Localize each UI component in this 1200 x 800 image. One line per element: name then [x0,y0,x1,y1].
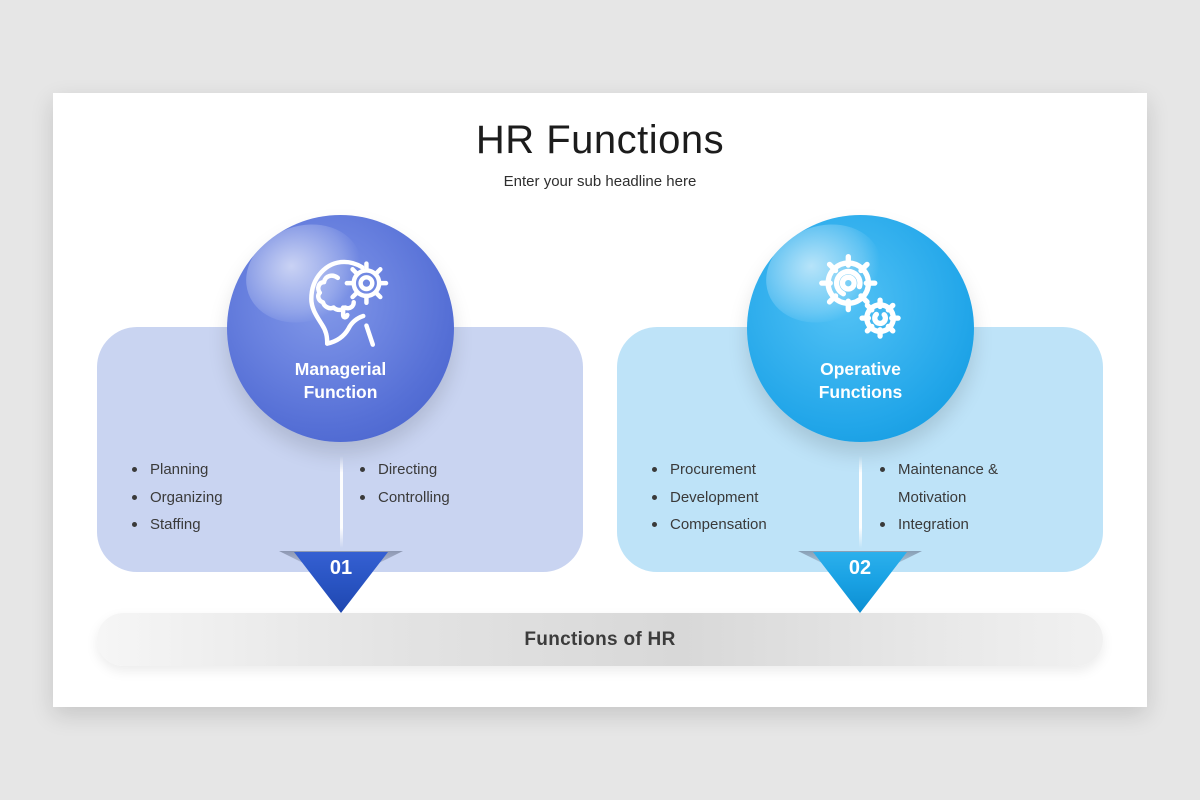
bullet-icon [652,522,657,527]
bullet-icon [360,467,365,472]
bullet-icon [880,522,885,527]
managerial-number: 01 [329,557,353,579]
bullet-icon [132,467,137,472]
operative-pointer: 02 [813,552,907,613]
operative-circle: Operative Functions [747,215,974,442]
gears-icon [808,245,914,351]
head-gear-icon [288,245,394,351]
operative-number: 02 [848,557,872,579]
list-item: Maintenance & Motivation [875,456,1065,511]
managerial-list-column-1: Planning Organizing Staffing [127,456,342,539]
managerial-list-column-2: Directing Controlling [355,456,545,511]
operative-list-column-2: Maintenance & Motivation Integration [875,456,1065,539]
bullet-icon [652,467,657,472]
list-item: Organizing [127,484,342,512]
bullet-icon [652,494,657,500]
list-item: Procurement [647,456,862,484]
list-item: Compensation [647,511,862,539]
page-title: HR Functions [475,118,725,162]
bullet-icon [360,494,365,500]
bullet-icon [132,494,137,500]
managerial-circle-title: Managerial Function [294,359,387,402]
list-item: Directing [355,456,545,484]
operative-list-column-1: Procurement Development Compensation [647,456,862,539]
footer-label: Functions of HR [524,628,676,650]
footer-bar: Functions of HR [97,613,1103,666]
page-subtitle: Enter your sub headline here [503,173,697,190]
list-item: Staffing [127,511,342,539]
list-item: Planning [127,456,342,484]
list-item: Integration [875,511,1065,539]
operative-divider-line [859,456,862,548]
managerial-circle: Managerial Function [227,215,454,442]
bullet-icon [132,522,137,527]
slide: HR Functions Enter your sub headline her… [53,93,1147,707]
operative-circle-title: Operative Functions [818,359,903,402]
list-item: Controlling [355,484,545,512]
list-item: Development [647,484,862,512]
managerial-pointer: 01 [294,552,388,613]
managerial-divider-line [340,456,343,548]
bullet-icon [880,467,885,472]
